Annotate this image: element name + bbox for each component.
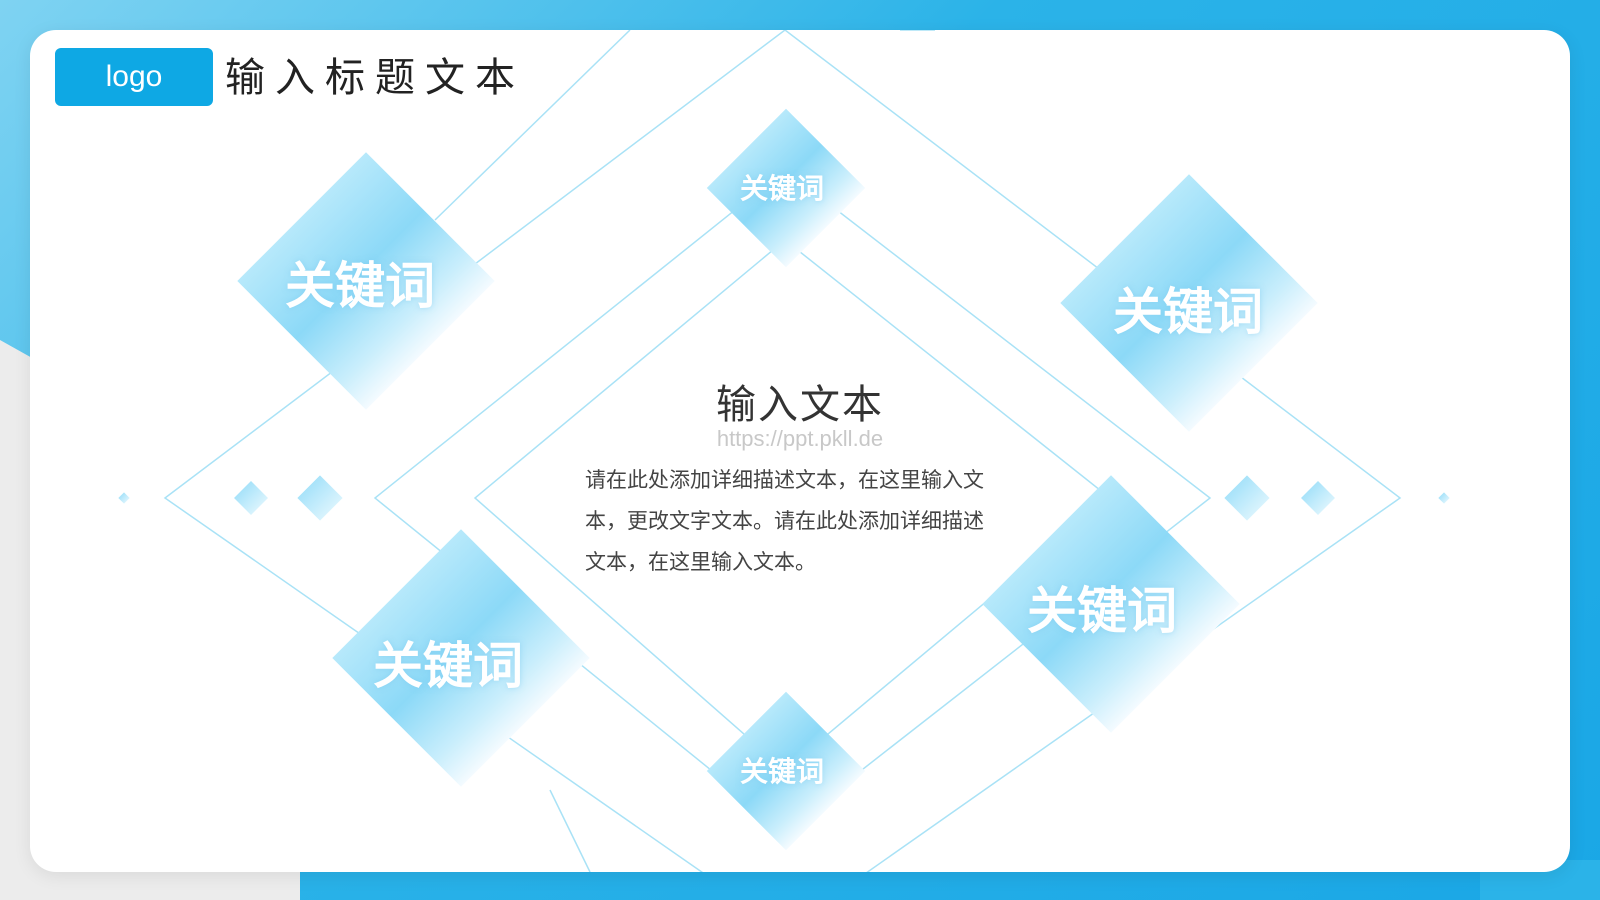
logo-badge[interactable]: logo (55, 48, 213, 106)
keyword-label-top-left: 关键词 (285, 257, 435, 315)
watermark-url: https://ppt.pkll.de (716, 426, 884, 451)
description-text: 请在此处添加详细描述文本，在这里输入文本，更改文字文本。请在此处添加详细描述文本… (585, 468, 984, 574)
keyword-label-bottom-right: 关键词 (1027, 582, 1177, 640)
keyword-label-bottom-center: 关键词 (739, 755, 825, 788)
keyword-label-top-right: 关键词 (1113, 283, 1263, 341)
page-title: 输入标题文本 (225, 55, 525, 101)
center-title: 输入文本 (716, 382, 884, 428)
keyword-label-bottom-left: 关键词 (373, 637, 523, 695)
slide-card: logo 输入标题文本 关键词 关键词 关键词 关键词 关键词 关键词 输入文本… (30, 30, 1570, 872)
keyword-label-top-center: 关键词 (739, 172, 825, 205)
